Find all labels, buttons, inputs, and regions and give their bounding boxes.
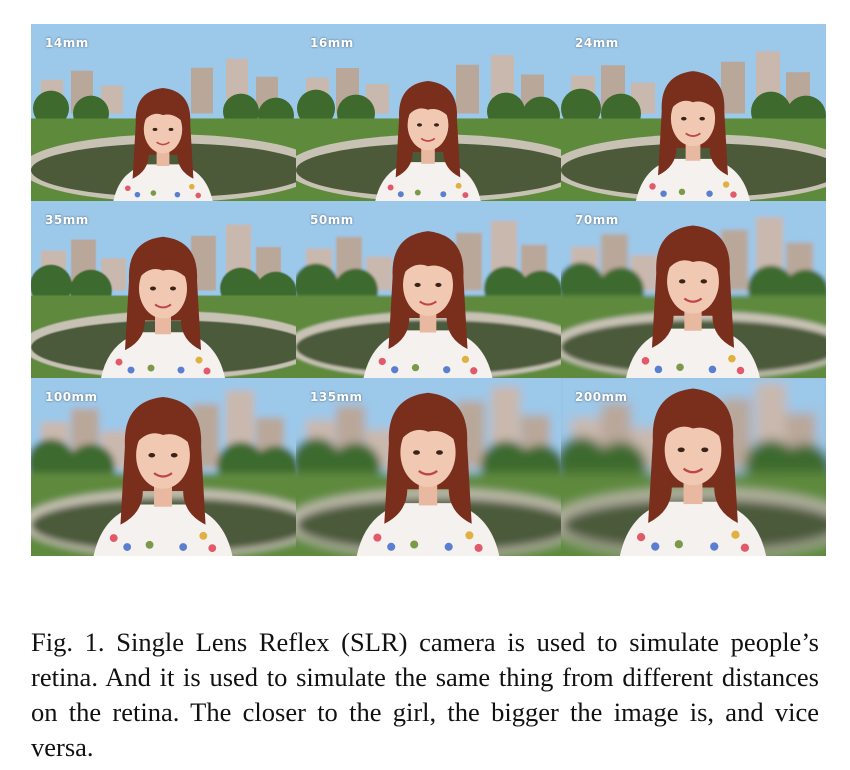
portrait-photo: [561, 201, 826, 378]
focal-length-label: 100mm: [45, 390, 98, 404]
focal-length-label: 50mm: [310, 213, 354, 227]
focal-length-label: 70mm: [575, 213, 619, 227]
portrait-photo: [296, 378, 561, 556]
portrait-photo: [296, 24, 561, 201]
focal-length-label: 200mm: [575, 390, 628, 404]
photo-panel: 135mm: [296, 378, 561, 556]
photo-panel: 24mm: [561, 24, 826, 201]
photo-panel: 70mm: [561, 201, 826, 378]
focal-length-label: 24mm: [575, 36, 619, 50]
portrait-photo: [31, 201, 296, 378]
portrait-photo: [296, 201, 561, 378]
portrait-photo: [561, 378, 826, 556]
focal-length-label: 135mm: [310, 390, 363, 404]
photo-panel: 16mm: [296, 24, 561, 201]
figure-caption: Fig. 1. Single Lens Reflex (SLR) camera …: [31, 626, 819, 762]
photo-panel: 100mm: [31, 378, 296, 556]
focal-length-label: 14mm: [45, 36, 89, 50]
figure-photo-grid: 14mm 16mm 24mm 35mm 50mm 70mm 100mm 135m…: [31, 24, 826, 556]
portrait-photo: [31, 24, 296, 201]
photo-panel: 35mm: [31, 201, 296, 378]
focal-length-label: 35mm: [45, 213, 89, 227]
photo-panel: 200mm: [561, 378, 826, 556]
focal-length-label: 16mm: [310, 36, 354, 50]
photo-panel: 50mm: [296, 201, 561, 378]
portrait-photo: [31, 378, 296, 556]
portrait-photo: [561, 24, 826, 201]
photo-panel: 14mm: [31, 24, 296, 201]
